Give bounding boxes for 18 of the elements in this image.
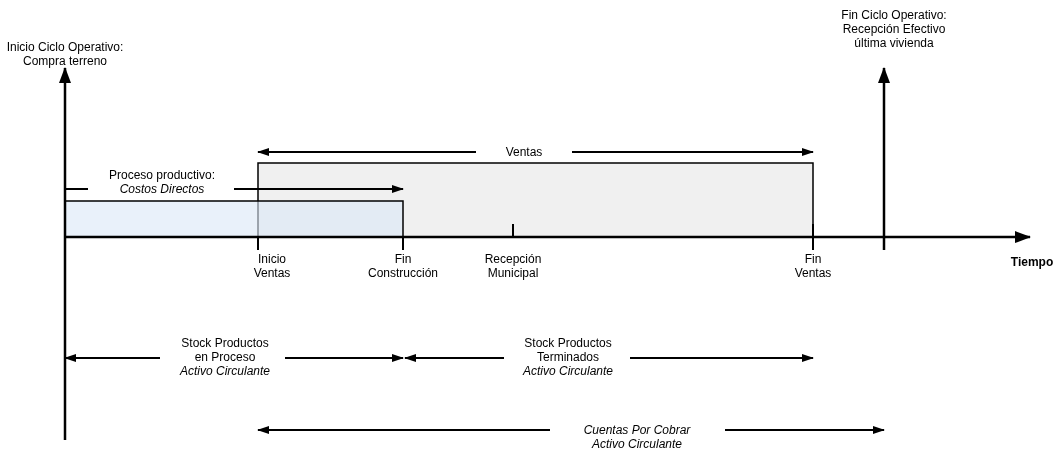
span-label: Stock Productos Terminados [523,336,613,364]
sales-period-bar [257,162,814,238]
span-label: Activo Circulante [521,364,614,378]
milestone-label: Inicio Ciclo Operativo: Compra terreno [5,40,125,68]
tick-label: Fin Ventas [793,252,833,280]
span-label: Cuentas Por Cobrar [582,423,692,437]
span-label: Proceso productivo: [107,168,217,182]
span-label: Stock Productos en Proceso [180,336,270,364]
milestone-label: Fin Ciclo Operativo: Recepción Efectivo última vivienda [840,8,948,50]
span-label: Costos Directos [118,182,206,196]
tick-label: Recepción Municipal [483,252,543,280]
tick-label: Fin Construcción [367,252,439,280]
span-label: Ventas [504,145,544,159]
span-label: Activo Circulante [178,364,271,378]
construction-period-bar [64,200,404,238]
span-label: Activo Circulante [590,437,683,451]
tick-label: Inicio Ventas [252,252,292,280]
axis-label: Tiempo [1009,255,1055,269]
